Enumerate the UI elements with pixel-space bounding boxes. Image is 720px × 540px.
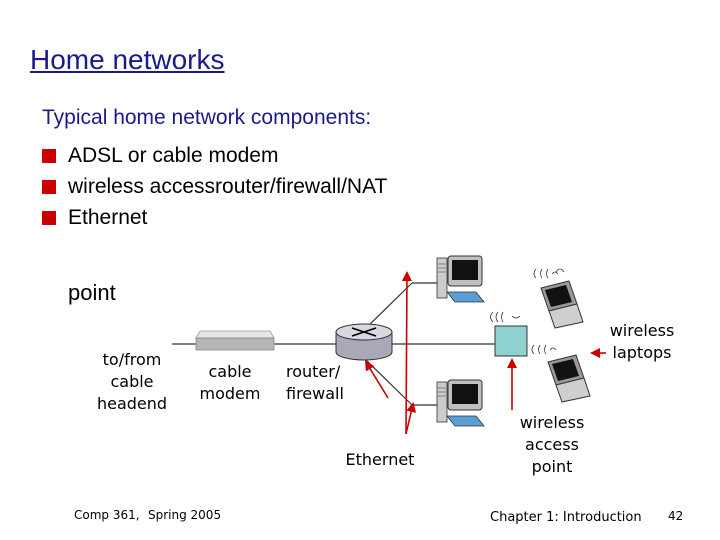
laptop-icon — [533, 268, 584, 329]
access-point-label: wireless access point — [519, 413, 585, 476]
bullet-item: Ethernet — [42, 202, 387, 233]
cable-modem-device — [195, 330, 275, 351]
bullet-item: ADSL or cable modem — [42, 140, 387, 171]
desktop-computer-icon — [436, 255, 485, 303]
wireless-access-point-device — [490, 311, 528, 357]
router-device — [335, 323, 393, 361]
laptops-label: wireless laptops — [609, 321, 675, 362]
bullet-list: ADSL or cable modem wireless accessroute… — [42, 140, 387, 233]
desktop-computer-icon — [436, 379, 485, 427]
bullet-text: Ethernet — [68, 205, 148, 229]
bullet-text: ADSL or cable modem — [68, 143, 279, 167]
ethernet-label: Ethernet — [345, 450, 415, 469]
page-title: Home networks — [30, 44, 225, 75]
cable-line-router-pc-top — [363, 282, 413, 331]
intro-text: Typical home network components: — [42, 106, 372, 129]
footer-chapter: Chapter 1: Introduction — [490, 510, 642, 525]
ethernet-arrow-bottom — [405, 402, 417, 435]
ethernet-arrow-top — [401, 271, 412, 435]
router-label: router/ firewall — [286, 362, 344, 403]
laptop-icon — [531, 344, 591, 403]
bullet-text: wireless accessrouter/firewall/NAT — [68, 174, 388, 198]
bullet-item: wireless accessrouter/firewall/NAT — [42, 171, 387, 202]
footer-term: Spring 2005 — [148, 508, 222, 522]
stray-point-text: point — [68, 280, 116, 305]
headend-label: to/from cable headend — [96, 350, 168, 413]
footer-course: Comp 361, — [74, 508, 140, 522]
page-number: 42 — [668, 509, 684, 523]
modem-label: cable modem — [199, 362, 261, 403]
square-bullet-icon — [42, 148, 56, 163]
square-bullet-icon — [42, 210, 56, 225]
square-bullet-icon — [42, 179, 56, 194]
router-arrow — [364, 360, 389, 399]
